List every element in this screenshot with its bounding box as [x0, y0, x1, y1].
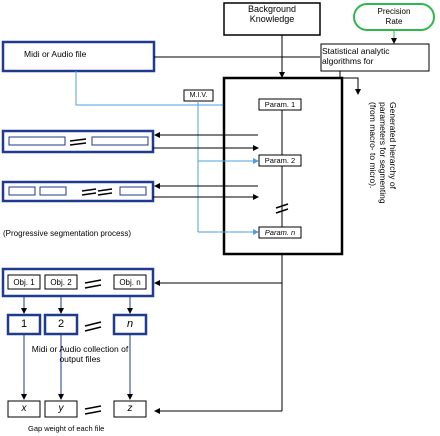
segment-block — [8, 136, 66, 146]
gap-weight-z: z — [127, 403, 133, 414]
object-2-label: Obj. 2 — [50, 278, 72, 287]
param-chain-break — [275, 203, 289, 214]
object-1-label: Obj. 1 — [13, 278, 35, 287]
statistical-algorithms-box — [320, 43, 430, 72]
collection-label: Midi or Audio collection of output files — [31, 344, 129, 364]
param-2-box — [258, 154, 302, 167]
param-n-label: Param. n — [264, 228, 296, 237]
segment-break — [81, 188, 113, 196]
object-box — [44, 274, 78, 290]
segment-block — [91, 136, 149, 146]
collection-index-2: 2 — [57, 318, 65, 330]
param-2-label: Param. 2 — [264, 156, 296, 165]
object-box — [113, 274, 147, 290]
gap-weight-box — [7, 400, 41, 418]
gap-weight-y: y — [58, 403, 64, 414]
collection-break — [84, 321, 102, 332]
gap-weight-x: x — [21, 403, 27, 414]
background-knowledge-box — [223, 2, 321, 36]
file-to-param1-cyan-line — [75, 71, 259, 108]
hierarchy-label: Generated hierarchy of parameters for se… — [368, 102, 398, 204]
collection-index-n: n — [126, 318, 134, 330]
background-knowledge-label: Background Knowledge — [247, 4, 297, 24]
gap-weight-box — [113, 400, 147, 418]
object-break — [84, 279, 102, 289]
gap-weight-box — [44, 400, 78, 418]
midi-audio-file-label: Midi or Audio file — [24, 49, 87, 59]
object-box — [7, 274, 41, 290]
segmentation-process-label: (Progressive segmentation process) — [3, 229, 132, 238]
statistics-to-hierarchy-line — [339, 71, 361, 95]
miv-label: M.I.V. — [189, 92, 208, 99]
object-n-label: Obj. n — [119, 278, 141, 287]
segment-block — [119, 186, 147, 196]
collection-index-1: 1 — [20, 318, 28, 330]
param-n-box — [258, 226, 302, 239]
precision-rate-label: Precision Rate — [377, 7, 411, 26]
param-1-box — [258, 98, 302, 111]
midi-audio-file-box — [1, 40, 156, 73]
param-1-label: Param. 1 — [264, 100, 296, 109]
segment-break — [69, 138, 87, 146]
segment-block — [39, 186, 67, 196]
params-to-objects-arrow — [154, 254, 283, 286]
gap-weight-break — [84, 405, 102, 415]
gap-weight-label: Gap weight of each file — [28, 424, 105, 433]
segment-block — [8, 186, 36, 196]
statistical-algorithms-label: Statistical analytic algorithms for — [322, 46, 390, 66]
segmentation-stage-1-box — [1, 129, 155, 154]
